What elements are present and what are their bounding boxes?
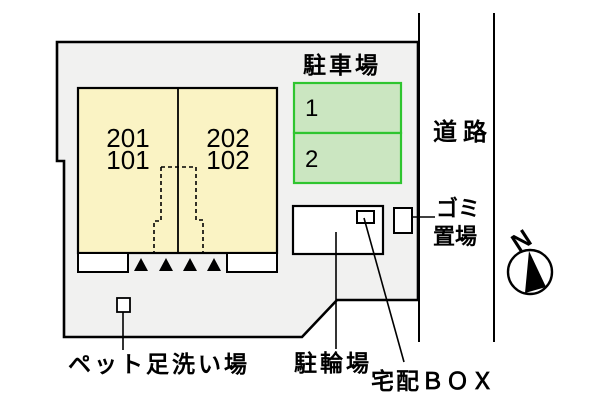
garbage-area-marker [393, 207, 413, 234]
parking-label: 駐車場 [303, 52, 381, 78]
garbage-label-line2: 置場 [433, 224, 477, 249]
delivery-box-label: 宅配ＢＯＸ [371, 368, 496, 394]
pet-wash-label: ペット足洗い場 [68, 351, 250, 377]
stairwell-dashed-outline [153, 166, 204, 252]
triangle-icon [134, 258, 148, 271]
entrance-triangle-icons [134, 258, 221, 271]
triangle-icon [159, 258, 173, 271]
entrance-step-left [77, 252, 129, 273]
compass-needle-icon [525, 251, 546, 293]
pet-wash-marker [116, 297, 131, 313]
bicycle-parking-label: 駐輪場 [294, 350, 372, 376]
triangle-icon [183, 258, 197, 271]
unit-label-right-line1: 202 [206, 123, 249, 153]
road-label: 道路 [433, 118, 493, 146]
triangle-icon [207, 258, 221, 271]
unit-label-right-line2: 102 [206, 145, 249, 175]
garbage-label-line1: ゴミ [436, 196, 480, 221]
unit-label-left-line1: 201 [106, 123, 149, 153]
leader-line-delivery-box [363, 217, 405, 363]
parking-space-1-number: 1 [305, 95, 318, 122]
compass: N [506, 224, 554, 296]
unit-label-left-line2: 101 [106, 145, 149, 175]
entrance-step-right [226, 252, 278, 273]
parking-space-2 [292, 131, 403, 185]
parking-space-1 [292, 81, 403, 135]
parking-space-2-number: 2 [305, 146, 318, 173]
